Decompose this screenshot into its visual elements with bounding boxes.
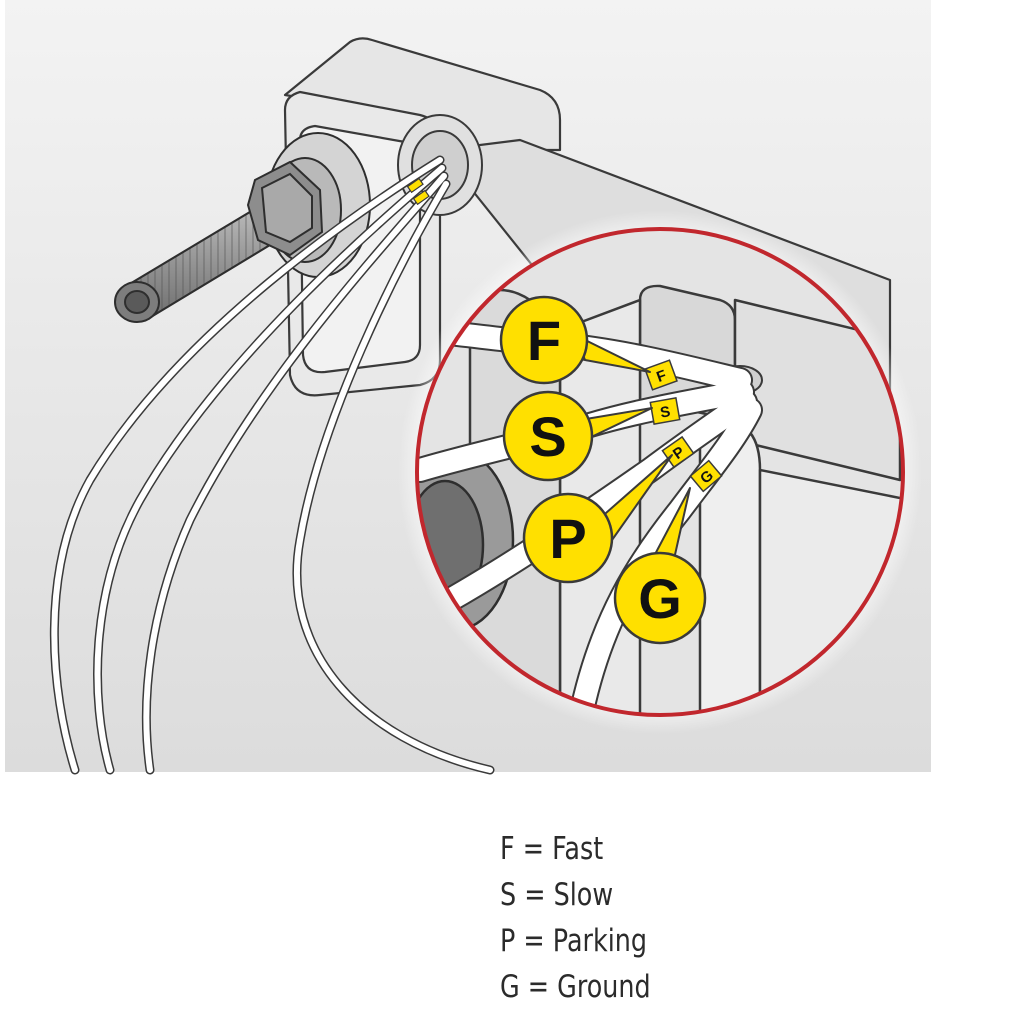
wire-tag-g: G	[689, 459, 723, 493]
svg-text:S: S	[659, 403, 672, 421]
magnified-detail: F S P G F S	[417, 229, 903, 715]
callout-f: F	[499, 295, 589, 385]
svg-text:P: P	[549, 507, 586, 570]
wire-tag-p: P	[661, 435, 695, 469]
wire-tag-s: S	[649, 397, 681, 425]
svg-text:F: F	[527, 309, 561, 372]
callout-s: S	[502, 390, 594, 482]
legend-item-parking: P = Parking	[500, 923, 648, 959]
legend-item-ground: G = Ground	[500, 969, 651, 1005]
svg-text:G: G	[638, 567, 682, 630]
legend-item-fast: F = Fast	[500, 831, 604, 867]
wire-tag-f: F	[644, 359, 678, 391]
legend-item-slow: S = Slow	[500, 877, 614, 913]
callout-g: G	[613, 551, 707, 645]
legend: F = Fast S = Slow P = Parking G = Ground	[500, 826, 800, 1010]
magnifier-ring	[415, 227, 905, 717]
svg-text:S: S	[529, 405, 566, 468]
callout-p: P	[522, 492, 614, 584]
wire-bundle	[49, 155, 495, 775]
